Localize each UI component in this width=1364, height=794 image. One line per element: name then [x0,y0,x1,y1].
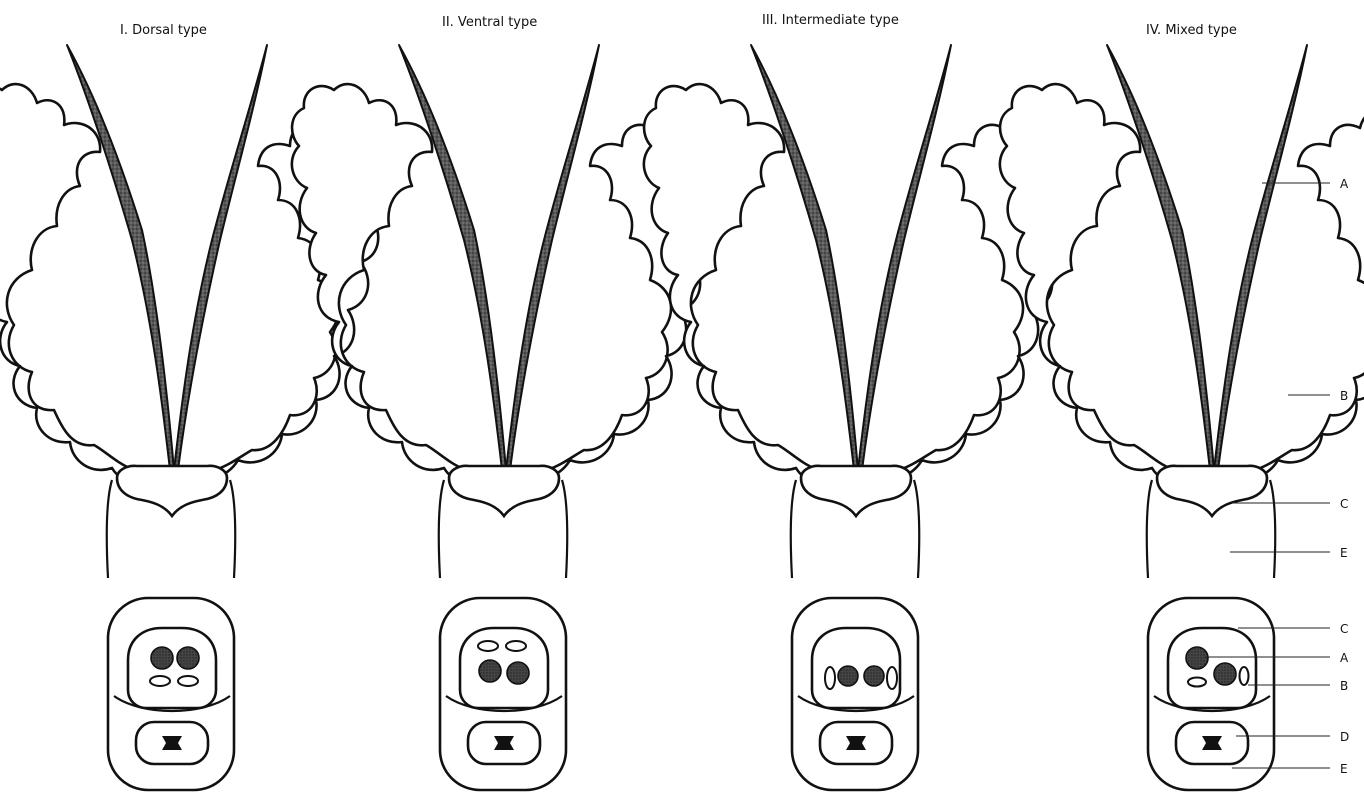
panel-title-intermediate: III. Intermediate type [762,13,899,28]
label-bot-d: D [1340,730,1349,744]
panel-title-mixed: IV. Mixed type [1146,23,1237,38]
label-bot-c: C [1340,622,1348,636]
panel-title-dorsal: I. Dorsal type [120,23,207,38]
label-top-c: C [1340,497,1348,511]
label-top-b: B [1340,389,1348,403]
label-bot-b: B [1340,679,1348,693]
label-top-e: E [1340,546,1348,560]
panel-mixed: A B C E C A B D E [1000,45,1364,790]
label-bot-a: A [1340,651,1349,665]
panel-title-ventral: II. Ventral type [442,15,537,30]
label-bot-e: E [1340,762,1348,776]
label-top-a: A [1340,177,1349,191]
